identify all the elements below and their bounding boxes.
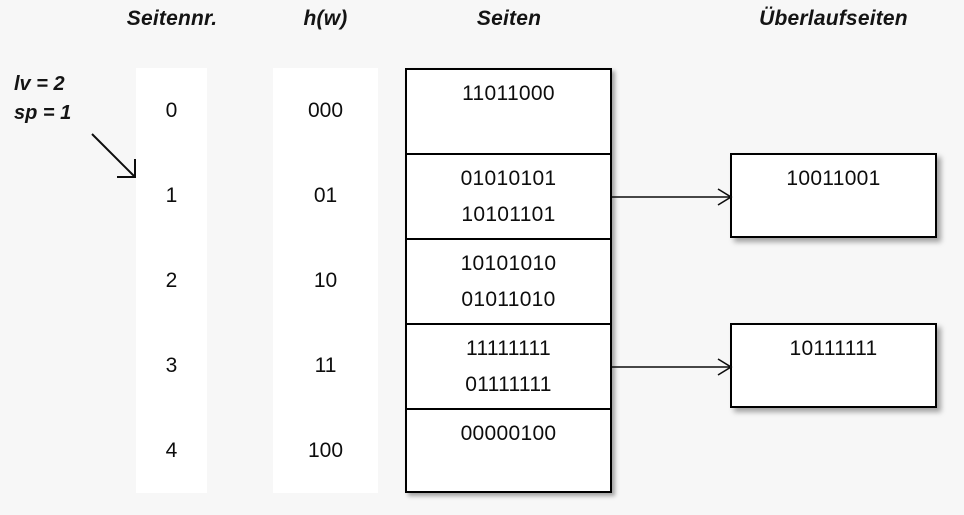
param-lv: lv = 2 [14,73,65,95]
seitennr-cell: 3 [165,354,178,377]
hw-cell: 11 [314,354,337,377]
column-header-hw: h(w) [303,7,348,30]
seiten-row: 01010101 10101101 [407,155,610,240]
ueberlaufseite-entry: 10111111 [789,337,878,360]
hw-cell: 000 [307,99,344,122]
seiten-entry: 11011000 [462,82,555,105]
hw-cell: 01 [313,184,338,207]
column-hw: 000 01 10 11 100 [273,68,378,493]
seiten-entry: 10101101 [461,203,556,226]
seiten-table: 11011000 01010101 10101101 10101010 0101101… [405,68,612,493]
seiten-entry: 01111111 [465,373,552,396]
seiten-row: 10101010 01011010 [407,240,610,325]
column-header-seitennr: Seitennr. [126,7,218,30]
seiten-entry: 01011010 [461,288,556,311]
seiten-row: 00000100 [407,410,610,495]
ueberlaufseite-box: 10111111 [730,323,937,408]
ueberlaufseite-entry: 10011001 [786,167,881,190]
seiten-entry: 01010101 [460,167,557,190]
hash-parameters: lv = 2 sp = 1 [14,70,71,128]
seiten-row: 11111111 01111111 [407,325,610,410]
column-seitennr: 0 1 2 3 4 [136,68,207,493]
arrow-right-icon [612,358,733,376]
seitennr-cell: 2 [165,269,178,292]
column-header-seiten: Seiten [476,7,542,30]
seitennr-cell: 0 [165,99,178,122]
ueberlaufseite-box: 10011001 [730,153,937,238]
seitennr-cell: 4 [165,439,178,462]
seitennr-cell: 1 [165,184,178,207]
seiten-row: 11011000 [407,70,610,155]
arrow-right-icon [612,188,733,206]
seiten-entry: 11111111 [466,337,551,360]
seiten-entry: 00000100 [460,422,557,445]
hw-cell: 100 [307,439,344,462]
param-sp: sp = 1 [14,102,72,124]
hw-cell: 10 [313,269,338,292]
seiten-entry: 10101010 [460,252,557,275]
column-header-ueberlaufseiten: Überlaufseiten [759,7,908,30]
